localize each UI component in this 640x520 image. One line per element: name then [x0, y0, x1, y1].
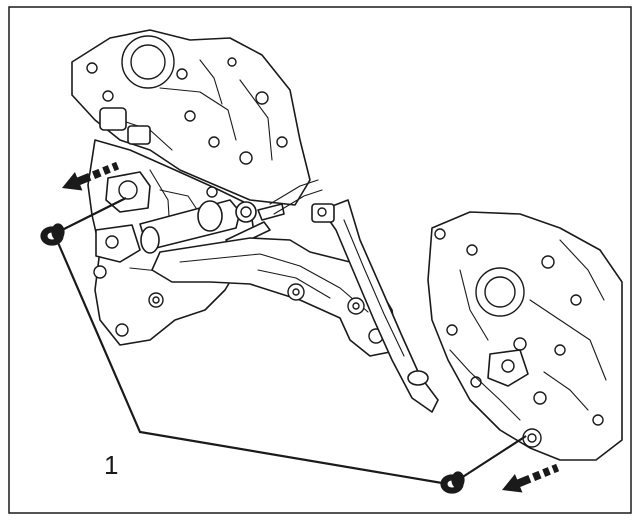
left-engine-block — [71, 29, 323, 346]
center-bracket — [151, 199, 439, 413]
callout-leader — [54, 197, 527, 486]
right-engine-block — [427, 211, 623, 461]
diagram-frame — [8, 6, 632, 514]
grommet-icon — [40, 223, 65, 246]
removal-arrow-icon — [62, 161, 120, 191]
callout-label: 1 — [104, 450, 118, 480]
grommet-icon — [440, 471, 465, 494]
removal-arrow-icon — [502, 463, 560, 493]
